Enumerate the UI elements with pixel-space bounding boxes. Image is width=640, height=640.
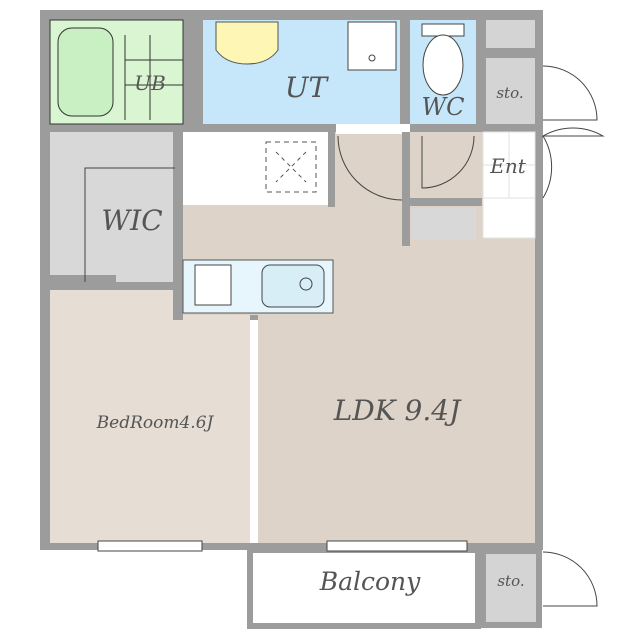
room-label-bedroom: BedRoom4.6J: [96, 413, 215, 433]
sto-bottom-door[interactable]: [542, 551, 598, 607]
toilet-icon: [421, 23, 465, 37]
washer-space-icon: [265, 141, 317, 193]
sink-icon: [261, 264, 325, 308]
bedroom-window: [97, 540, 203, 552]
room-label-ub: UB: [134, 71, 166, 95]
washbasin-icon: [215, 21, 279, 65]
sto-bottom: [486, 554, 536, 622]
entrance-door[interactable]: [542, 135, 553, 199]
room-label-sto: sto.: [496, 84, 523, 102]
bedroom: [50, 290, 250, 543]
hall: [412, 132, 476, 200]
room-label-sto-bottom: sto.: [497, 572, 524, 590]
hall-door-gap: [336, 124, 410, 134]
room-label-balcony: Balcony: [319, 567, 421, 596]
stove-icon: [194, 264, 232, 306]
room-label-ut: UT: [285, 71, 330, 104]
room-label-wc: WC: [421, 93, 464, 121]
door-swing-ldk[interactable]: [337, 135, 403, 201]
laundry-space: [183, 132, 328, 205]
door-swing-wc[interactable]: [421, 135, 475, 189]
balcony: [247, 547, 481, 629]
washing-machine-pan-icon: [347, 21, 397, 71]
bathtub-icon: [57, 27, 114, 117]
room-label-ent: Ent: [489, 154, 526, 178]
shoe-storage: [412, 208, 476, 240]
walk-in-closet: [50, 132, 173, 282]
room-label-ldk: LDK 9.4J: [333, 394, 462, 427]
sto-top: [486, 58, 535, 124]
ldk-window: [326, 540, 468, 552]
room-label-wic: WIC: [101, 204, 162, 237]
sto-door[interactable]: [542, 65, 598, 121]
sto-top-small: [486, 20, 535, 48]
